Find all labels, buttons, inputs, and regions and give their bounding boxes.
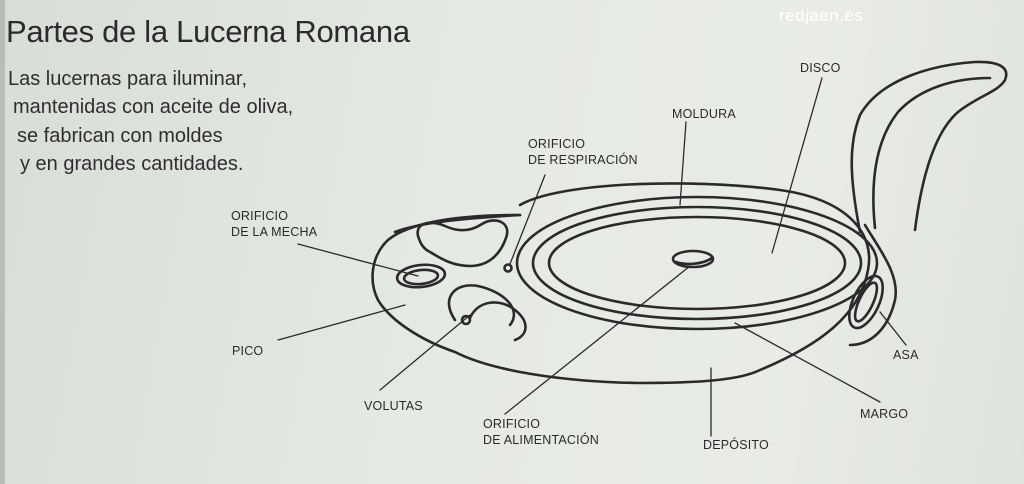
wick-hole-inner xyxy=(402,268,440,286)
volute-left xyxy=(447,284,516,327)
lamp-handle-ring-inner xyxy=(853,281,879,323)
label-asa: ASA xyxy=(893,348,919,362)
leader-alimentacion xyxy=(504,265,691,415)
label-orificio-respiracion-1: ORIFICIO xyxy=(528,137,586,151)
label-orificio-alimentacion-2: DE ALIMENTACIÓN xyxy=(483,433,599,447)
leader-respiracion xyxy=(509,174,546,265)
label-orificio-alimentacion-1: ORIFICIO xyxy=(483,417,541,431)
leader-disco xyxy=(771,77,823,254)
leader-mecha xyxy=(297,243,419,277)
label-disco: DISCO xyxy=(800,61,841,75)
leader-pico xyxy=(277,304,406,341)
lamp-handle xyxy=(850,60,1008,234)
label-volutas: VOLUTAS xyxy=(364,399,423,413)
lamp-rim-outer xyxy=(515,195,879,331)
label-margo: MARGO xyxy=(860,407,909,421)
label-orificio-mecha-1: ORIFICIO xyxy=(231,209,289,223)
feeding-hole-shadow xyxy=(674,256,714,266)
panel-title: Partes de la Lucerna Romana xyxy=(6,14,410,49)
lamp-nozzle xyxy=(393,213,522,234)
intro-line-3: se fabrican con moldes xyxy=(17,125,223,147)
leader-volutas xyxy=(379,314,471,391)
lamp-moulding xyxy=(531,205,863,321)
volute-right xyxy=(468,301,527,342)
intro-line-4: y en grandes cantidades. xyxy=(20,153,244,175)
panel-frame-edge xyxy=(0,0,5,484)
intro-line-2: mantenidas con aceite de oliva, xyxy=(13,96,294,118)
leader-moldura xyxy=(679,121,687,206)
nozzle-ornament xyxy=(416,219,509,268)
intro-line-1: Las lucernas para iluminar, xyxy=(8,68,248,90)
label-pico: PICO xyxy=(232,344,264,358)
lamp-handle-stem xyxy=(848,223,898,347)
leader-asa xyxy=(879,311,907,346)
volute-dot xyxy=(460,314,472,326)
wick-hole xyxy=(395,263,447,289)
label-orificio-mecha-2: DE LA MECHA xyxy=(231,225,318,239)
lamp-handle-inner xyxy=(872,76,992,230)
lamp-body xyxy=(371,182,871,385)
label-deposito: DEPÓSITO xyxy=(703,438,769,452)
leader-margo xyxy=(734,322,881,403)
lamp-disc xyxy=(547,215,847,311)
feeding-hole xyxy=(671,249,715,269)
watermark: redjaen.es xyxy=(779,6,864,25)
label-orificio-respiracion-2: DE RESPIRACIÓN xyxy=(528,153,638,167)
breathing-hole xyxy=(503,263,513,273)
label-moldura: MOLDURA xyxy=(672,107,736,121)
